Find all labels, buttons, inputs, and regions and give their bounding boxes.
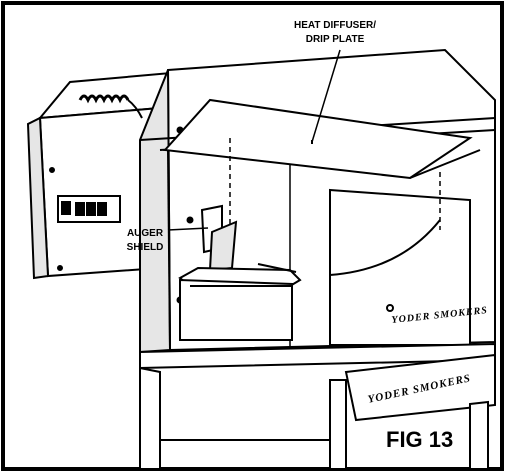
hopper-side [26, 116, 50, 280]
hopper-screw [49, 167, 55, 173]
side-brand-panel [344, 353, 496, 422]
chamber-screw [186, 216, 194, 224]
heat-diffuser-label-line1: HEAT DIFFUSER/ [294, 20, 376, 31]
diffuser-leader [311, 49, 341, 143]
control-display-digit [97, 202, 107, 216]
auger-shield-label-line1: AUGER [127, 228, 164, 239]
hopper-screw [57, 265, 63, 271]
auger-shield-label-line2: SHIELD [127, 242, 164, 253]
heat-diffuser-plate [162, 98, 481, 180]
control-display-digit [75, 202, 85, 216]
control-switch [61, 201, 71, 215]
control-display-digit [86, 202, 96, 216]
cart-frame [139, 366, 489, 470]
front-rail [139, 342, 496, 422]
chamber-bolt [386, 304, 394, 312]
heating-coil-icon [78, 94, 143, 119]
figure-number: FIG 13 [386, 427, 453, 452]
callout-leaders [167, 49, 341, 231]
heat-diffuser-label-line2: DRIP PLATE [306, 34, 365, 45]
auger-shield [200, 204, 238, 272]
pellet-hopper [26, 70, 184, 280]
auger-leader [167, 227, 209, 231]
fire-pot [178, 263, 302, 341]
